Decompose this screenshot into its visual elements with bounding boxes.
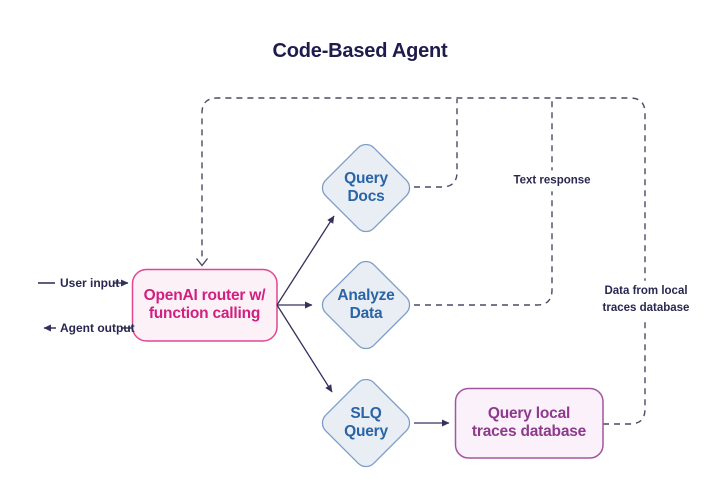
query-docs-diamond-shape: [321, 143, 411, 233]
data-from-local-line2: traces database: [602, 302, 690, 314]
arrow-router-to-query-docs: [276, 215, 335, 306]
data-from-local-line1: Data from local: [604, 284, 688, 297]
analyze-data-line1: Analyze: [337, 287, 395, 305]
analyze-data-dashed-branch: [414, 99, 553, 306]
return-dashed-path: [201, 97, 646, 425]
user-input-label: User input: [60, 276, 120, 290]
diagram-title: Code-Based Agent: [272, 40, 448, 62]
query-db-label: Query local traces database: [455, 388, 603, 458]
query-docs-line2: Docs: [347, 188, 385, 205]
query-db-line1: Query local: [487, 405, 571, 423]
agent-output-label: Agent output: [60, 321, 135, 335]
query-docs-dashed-branch: [414, 99, 458, 188]
analyze-data-diamond-shape: [321, 260, 411, 350]
text-response-label: Text response: [508, 170, 596, 192]
arrow-router-to-slq-query: [276, 304, 333, 393]
router-label-line2: function calling: [148, 305, 261, 322]
slq-query-line1: SLQ: [350, 405, 382, 423]
analyze-data-line2: Data: [349, 305, 383, 322]
slq-query-diamond-shape: [321, 378, 411, 468]
query-db-node-shape: [454, 387, 604, 459]
query-docs-line1: Query: [344, 170, 388, 188]
router-label-line1: OpenAI router w/: [143, 287, 266, 305]
analyze-data-label: Analyze Data: [316, 275, 416, 335]
slq-query-line2: Query: [344, 423, 388, 440]
data-from-local-label: Data from local traces database: [599, 280, 693, 320]
slq-query-label: SLQ Query: [316, 393, 416, 453]
router-node-label: OpenAI router w/ function calling: [132, 269, 277, 341]
query-db-line2: traces database: [471, 423, 587, 440]
query-docs-label: Query Docs: [316, 158, 416, 218]
return-arrowhead-icon: [195, 258, 209, 267]
